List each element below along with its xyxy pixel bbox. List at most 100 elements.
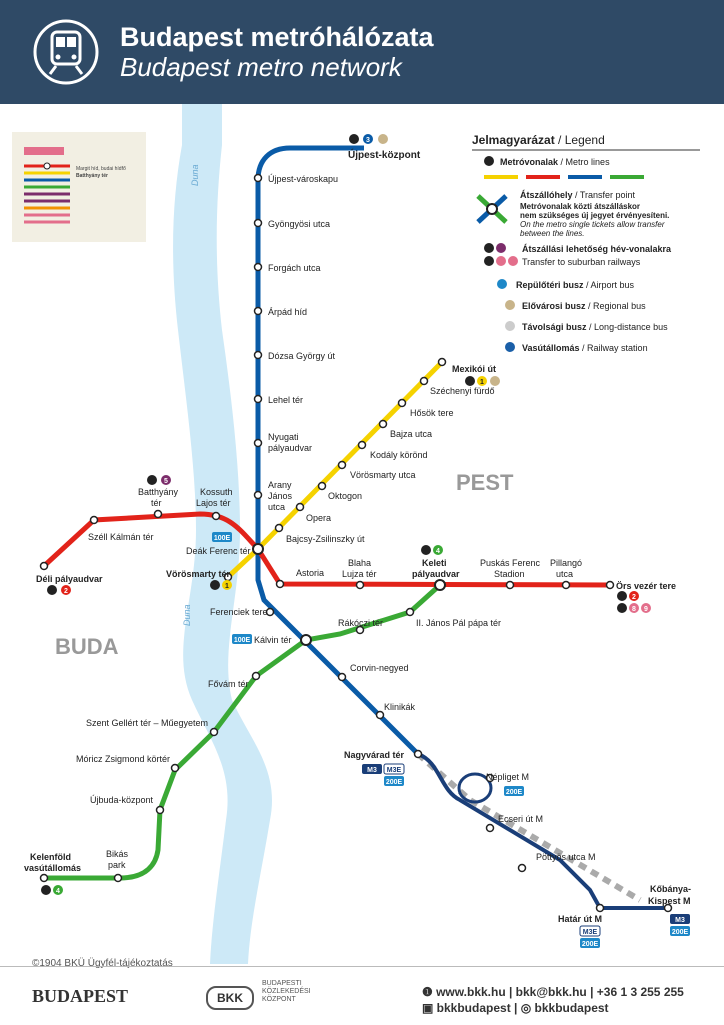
badge-ors-m2: 2 <box>632 594 636 601</box>
legend-longdist-hu: Távolsági busz <box>522 322 587 332</box>
svg-text:Jelmagyarázat / Legend: Jelmagyarázat / Legend <box>472 133 605 147</box>
legend-title-hu: Jelmagyarázat <box>472 133 555 147</box>
regional-bus-icon <box>505 300 515 310</box>
label-arpad-hid: Árpád híd <box>268 307 307 317</box>
label-kobanya-2: Kispest M <box>648 896 691 906</box>
legend-hev-hu: Átszállási lehetőség hév-vonalakra <box>522 244 672 254</box>
svg-text:Metróvonalak / Metro lines: Metróvonalak / Metro lines <box>500 157 610 167</box>
badge-batthyany-h5: 5 <box>164 478 168 485</box>
label-arany-1: Arany <box>268 480 292 490</box>
label-hosok: Hősök tere <box>410 408 454 418</box>
badge-hatar-200e: 200E <box>582 941 599 948</box>
label-deli: Déli pályaudvar <box>36 574 103 584</box>
badge-vorosmarty-m1: 1 <box>225 583 229 590</box>
label-kelenfold-1: Kelenföld <box>30 852 71 862</box>
label-pillango-1: Pillangó <box>550 558 582 568</box>
label-arany-3: utca <box>268 502 285 512</box>
map-badges: 3 5 1 1 100E 100E 2 4 2 8 9 4 M3 M3E 200… <box>41 134 690 948</box>
label-keleti-1: Keleti <box>422 558 447 568</box>
svg-text:Vasútállomás / Railway station: Vasútállomás / Railway station <box>522 343 648 353</box>
district-buda-label: BUDA <box>55 634 119 659</box>
label-kobanya-1: Kőbánya- <box>650 884 691 894</box>
label-bikas-1: Bikás <box>106 849 129 859</box>
metro-train-icon <box>33 19 99 85</box>
legend-airport-en: Airport bus <box>591 280 635 290</box>
label-vorosmarty-utca: Vörösmarty utca <box>350 470 416 480</box>
label-ors: Örs vezér tere <box>616 581 676 591</box>
footer-bar <box>0 966 724 1025</box>
label-puskas-2: Stadion <box>494 569 525 579</box>
long-distance-bus-icon <box>505 321 515 331</box>
legend-airport-hu: Repülőtéri busz <box>516 280 584 290</box>
inset-box: Margit híd, budai hídfő Batthyány tér <box>12 132 146 242</box>
legend-transfer-hu: Átszállóhely <box>520 190 573 200</box>
label-kelenfold-2: vasútállomás <box>24 863 81 873</box>
label-forgach: Forgách utca <box>268 263 321 273</box>
badge-ujpest-m3: 3 <box>366 137 370 144</box>
badge-ors-h8: 8 <box>632 606 636 613</box>
label-gellert: Szent Gellért tér – Műegyetem <box>86 718 208 728</box>
bkk-org-name: BUDAPESTI KÖZLEKEDÉSI KÖZPONT <box>262 980 311 1003</box>
badge-mexikoi-m1: 1 <box>480 379 484 386</box>
badge-ors-h9: 9 <box>644 606 648 613</box>
m4-line <box>44 583 442 881</box>
legend: Jelmagyarázat / Legend Metróvonalak / Me… <box>472 133 700 353</box>
legend-longdist-en: Long-distance bus <box>594 322 668 332</box>
badge-hatar-m3e: M3E <box>583 929 598 936</box>
badge-keleti-m4: 4 <box>436 548 440 555</box>
svg-text:Átszállóhely / Transfer point: Átszállóhely / Transfer point <box>520 190 636 200</box>
legend-transfer-note-2: nem szükséges új jegyet érvényesíteni. <box>520 211 669 220</box>
legend-metro-en: Metro lines <box>566 157 611 167</box>
label-nepliget: Népliget M <box>486 772 529 782</box>
label-pillango-2: utca <box>556 569 573 579</box>
label-blaha-1: Blaha <box>348 558 371 568</box>
badge-kobanya-m3: M3 <box>675 917 685 924</box>
label-kodaly: Kodály körönd <box>370 450 428 460</box>
railway-station-icon <box>505 342 515 352</box>
label-deak: Deák Ferenc tér <box>186 546 251 556</box>
legend-title-en: Legend <box>565 133 605 147</box>
nepliget-loop <box>457 772 493 804</box>
label-bajza: Bajza utca <box>390 429 432 439</box>
label-mexikoi: Mexikói út <box>452 364 496 374</box>
label-oktogon: Oktogon <box>328 491 362 501</box>
label-batthyany-2: tér <box>151 498 162 508</box>
label-moricz: Móricz Zsigmond körtér <box>76 754 170 764</box>
river-label-north: Duna <box>190 164 200 186</box>
metro-symbol-icon <box>484 156 494 166</box>
contact-line-2[interactable]: ▣ bkkbudapest | ◎ bkkbudapest <box>422 1001 609 1015</box>
label-ujpest-kozpont: Újpest-központ <box>348 148 421 161</box>
badge-nepliget-200e: 200E <box>506 789 523 796</box>
label-fovam: Fővám tér <box>208 679 249 689</box>
label-nagyvarad: Nagyvárad tér <box>344 750 405 760</box>
label-kossuth-1: Kossuth <box>200 487 233 497</box>
m2-line <box>42 511 613 588</box>
header-bar: Budapest metróhálózata Budapest metro ne… <box>0 0 724 104</box>
badge-nagyvarad-m3e: M3E <box>387 767 402 774</box>
label-nyugati-2: pályaudvar <box>268 443 312 453</box>
page-title: Budapest metróhálózata <box>120 22 434 52</box>
label-pottyos: Pöttyös utca M <box>536 852 596 862</box>
label-arany-2: János <box>268 491 293 501</box>
svg-text:Elővárosi busz / Regional bus: Elővárosi busz / Regional bus <box>522 301 646 311</box>
label-dozsa: Dózsa György út <box>268 351 336 361</box>
label-ii-janos: II. János Pál pápa tér <box>416 618 501 628</box>
label-vorosmarty-ter: Vörösmarty tér <box>166 569 231 579</box>
badge-kobanya-200e: 200E <box>672 929 689 936</box>
badge-kelenfold-m4: 4 <box>56 888 60 895</box>
m3-extension-track <box>416 751 642 903</box>
label-lehel: Lehel tér <box>268 395 303 405</box>
legend-hev-en: Transfer to suburban railways <box>522 257 641 267</box>
budapest-logo: BUDAPEST <box>32 986 129 1006</box>
label-ujbuda: Újbuda-központ <box>90 795 154 805</box>
label-klinikak: Klinikák <box>384 702 416 712</box>
inset-note-2: Batthyány tér <box>76 173 108 179</box>
label-rakoczi: Rákóczi tér <box>338 618 383 628</box>
svg-text:Repülőtéri busz / Airport bus: Repülőtéri busz / Airport bus <box>516 280 635 290</box>
label-batthyany-1: Batthyány <box>138 487 179 497</box>
contact-line-1[interactable]: ❶ www.bkk.hu | bkk@bkk.hu | +36 1 3 255 … <box>422 985 684 999</box>
label-opera: Opera <box>306 513 331 523</box>
label-ecseri: Ecseri út M <box>498 814 543 824</box>
label-puskas-1: Puskás Ferenc <box>480 558 541 568</box>
copyright-text: ©1904 BKÜ Ügyfél-tájékoztatás <box>32 958 173 969</box>
